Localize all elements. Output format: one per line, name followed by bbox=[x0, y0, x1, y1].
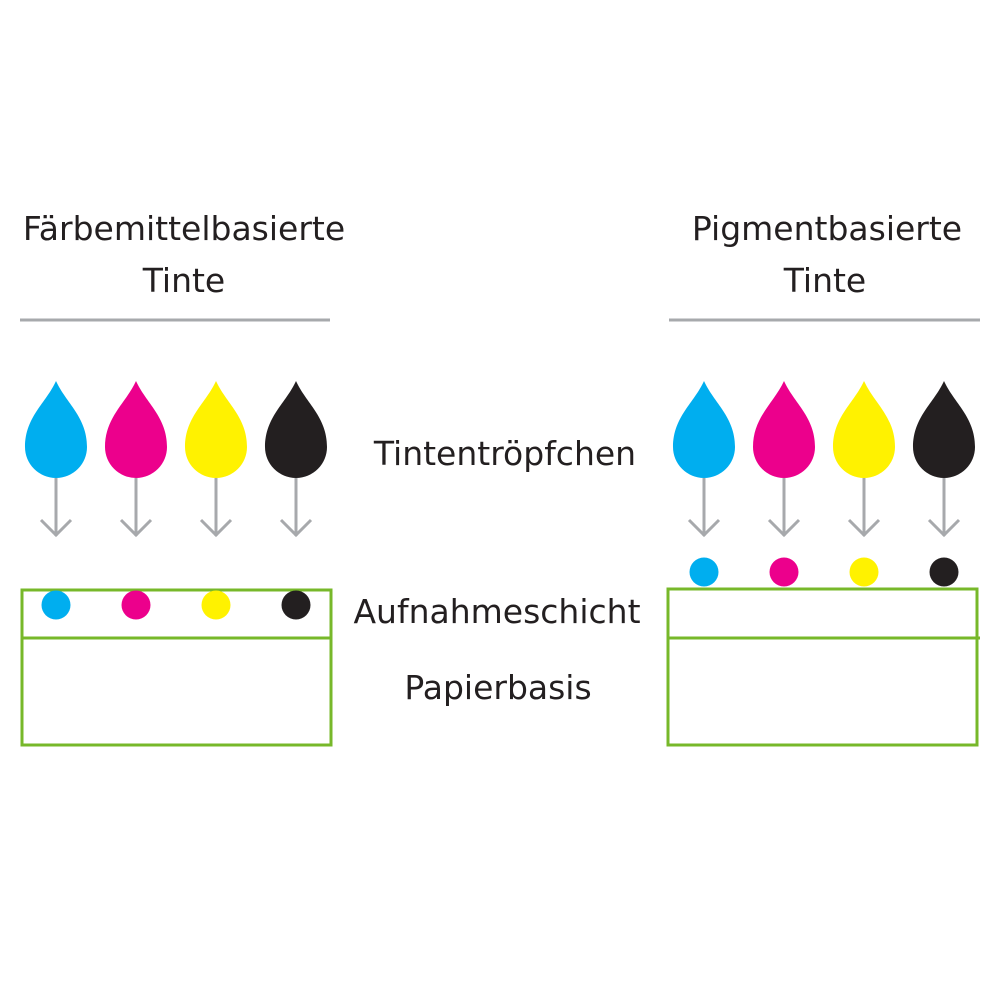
left-black-drop-icon bbox=[265, 381, 327, 478]
left-magenta-ink-dot bbox=[121, 590, 151, 620]
right-title-line2: Tinte bbox=[783, 261, 866, 300]
right-title-line1: Pigmentbasierte bbox=[692, 209, 962, 248]
right-cyan-ink-dot bbox=[689, 557, 719, 587]
left-magenta-drop-icon bbox=[105, 381, 167, 478]
left-paper-base bbox=[20, 588, 333, 747]
left-title-line1: Färbemittelbasierte bbox=[23, 209, 345, 248]
right-paper-layers bbox=[666, 587, 980, 747]
right-magenta-drop-icon bbox=[753, 381, 815, 478]
right-cyan-arrow-down-icon bbox=[687, 518, 721, 538]
left-magenta-arrow-down-icon bbox=[119, 518, 153, 538]
left-cyan-ink-dot bbox=[41, 590, 71, 620]
right-yellow-drop-icon bbox=[833, 381, 895, 478]
right-black-drop-icon bbox=[913, 381, 975, 478]
left-title-line2: Tinte bbox=[142, 261, 225, 300]
left-cyan-drop-icon bbox=[25, 381, 87, 478]
left-black-arrow-down-icon bbox=[279, 518, 313, 538]
right-magenta-arrow-down-icon bbox=[767, 518, 801, 538]
right-black-ink-dot bbox=[929, 557, 959, 587]
right-black-arrow-down-icon bbox=[927, 518, 961, 538]
left-yellow-arrow-down-icon bbox=[199, 518, 233, 538]
right-paper-base bbox=[666, 587, 979, 747]
paper-label: Papierbasis bbox=[404, 668, 591, 707]
right-yellow-ink-dot bbox=[849, 557, 879, 587]
coating-label: Aufnahmeschicht bbox=[353, 592, 640, 631]
droplets-label: Tintentröpfchen bbox=[373, 434, 636, 473]
right-magenta-ink-dot bbox=[769, 557, 799, 587]
left-yellow-drop-icon bbox=[185, 381, 247, 478]
right-cyan-drop-icon bbox=[673, 381, 735, 478]
left-black-ink-dot bbox=[281, 590, 311, 620]
left-cyan-arrow-down-icon bbox=[39, 518, 73, 538]
left-paper-layers bbox=[20, 588, 333, 747]
left-yellow-ink-dot bbox=[201, 590, 231, 620]
right-yellow-arrow-down-icon bbox=[847, 518, 881, 538]
